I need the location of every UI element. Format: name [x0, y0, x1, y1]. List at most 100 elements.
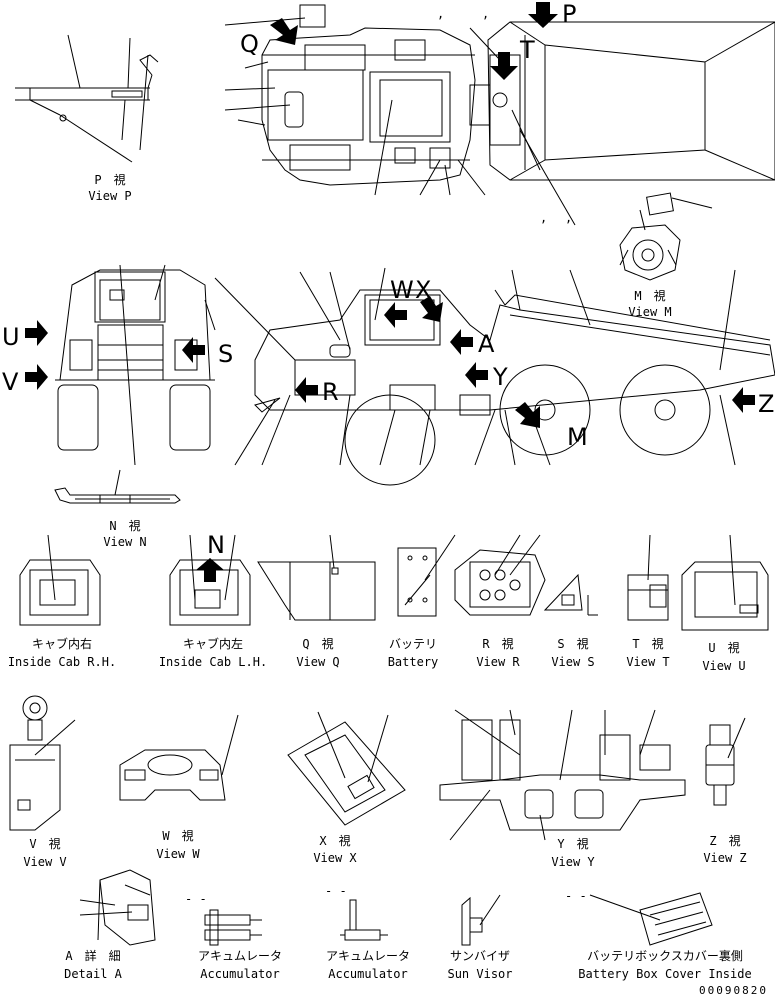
view-y-en: View Y	[551, 855, 595, 869]
marker-u: U	[2, 323, 20, 351]
marker-x: X	[415, 276, 431, 304]
marker-n: N	[207, 531, 225, 559]
view-n-en: View N	[103, 535, 146, 549]
view-q-jp: Q 視	[302, 636, 333, 651]
view-n-drawing	[54, 469, 181, 504]
view-w-en: View W	[156, 847, 200, 861]
view-p-en: View P	[88, 189, 131, 203]
view-x-drawing	[287, 711, 406, 826]
view-t-en: View T	[626, 655, 669, 669]
marker-y: Y	[492, 363, 508, 391]
view-m-jp: M 視	[634, 288, 665, 303]
accumulator-2-jp: アキュムレータ	[326, 949, 410, 963]
arrow-x	[420, 296, 443, 322]
view-v-jp: V 視	[29, 836, 60, 851]
arrow-t-down	[490, 52, 518, 80]
view-t-drawing	[627, 534, 669, 621]
battery-cover-jp: バッテリボックスカバー裏側	[587, 948, 743, 963]
sun-visor-jp: サンバイザ	[450, 949, 510, 963]
sun-visor-en: Sun Visor	[447, 967, 512, 981]
view-u-en: View U	[702, 659, 745, 673]
view-r-en: View R	[476, 655, 520, 669]
arrow-u	[25, 320, 48, 346]
marker-r: R	[322, 378, 339, 406]
view-m-en: View M	[628, 305, 671, 319]
battery-cover-en: Battery Box Cover Inside	[578, 967, 751, 981]
comma-mark-2: ,	[482, 7, 489, 21]
cab-rh-jp: キャブ内右	[32, 636, 92, 651]
view-q-en: View Q	[296, 655, 339, 669]
detail-a-en: Detail A	[64, 967, 123, 981]
arrow-q-diagonal	[270, 18, 298, 45]
accumulator-1-jp: アキュムレータ	[198, 949, 282, 963]
marker-z: Z	[758, 390, 774, 418]
accumulator-1-drawing: - -	[185, 892, 262, 946]
battery-cover-drawing: - -	[565, 889, 713, 946]
arrow-y	[465, 362, 488, 388]
marker-q: Q	[240, 30, 259, 58]
battery-jp: バッテリ	[389, 637, 437, 651]
marker-m: M	[567, 423, 588, 451]
marker-s: S	[218, 340, 233, 368]
view-z-en: View Z	[703, 851, 746, 865]
arrow-v	[25, 364, 48, 390]
dash-mark-1: - -	[185, 892, 207, 906]
cab-rh-drawing	[19, 534, 101, 626]
view-v-drawing	[9, 695, 76, 831]
accumulator-1-en: Accumulator	[200, 967, 279, 981]
cab-rh-en: Inside Cab R.H.	[8, 655, 116, 669]
marker-v: V	[2, 368, 19, 396]
accumulator-2-drawing: - -	[325, 884, 388, 941]
view-r-drawing	[454, 534, 546, 616]
view-p-jp: P 視	[94, 172, 125, 187]
view-w-jp: W 視	[162, 828, 193, 843]
comma-mark-3: ,	[540, 211, 547, 225]
truck-side-view	[214, 267, 775, 486]
cab-lh-en: Inside Cab L.H.	[159, 655, 267, 669]
arrow-m	[515, 402, 540, 428]
view-z-drawing	[705, 717, 746, 806]
view-u-jp: U 視	[708, 640, 739, 655]
view-n-jp: N 視	[109, 518, 140, 533]
view-m-drawing	[619, 192, 713, 281]
arrow-w	[384, 302, 407, 328]
view-s-en: View S	[551, 655, 594, 669]
arrow-n	[196, 558, 224, 582]
view-q-part	[299, 4, 326, 28]
truck-plan-view: , , , ,	[224, 7, 775, 226]
view-p-drawing	[15, 34, 159, 163]
battery-drawing	[397, 534, 456, 617]
view-u-drawing	[681, 534, 769, 631]
view-v-en: View V	[23, 855, 66, 869]
view-r-jp: R 視	[482, 636, 513, 651]
marker-t: T	[519, 36, 535, 64]
truck-front-view	[55, 264, 216, 466]
view-s-drawing	[543, 573, 598, 616]
drawing-number: 00090820	[699, 984, 768, 997]
view-s-jp: S 視	[557, 636, 588, 651]
arrow-z	[732, 387, 755, 413]
comma-mark-4: ,	[565, 211, 572, 225]
view-w-drawing	[119, 714, 239, 801]
battery-en: Battery	[388, 655, 439, 669]
arrow-p-down	[528, 2, 558, 28]
view-t-jp: T 視	[632, 636, 663, 651]
view-y-jp: Y 視	[557, 836, 588, 851]
arrow-r	[295, 377, 318, 403]
arrow-a	[450, 329, 473, 355]
view-x-jp: X 視	[319, 833, 350, 848]
dash-mark-3: - -	[565, 889, 587, 903]
comma-mark-1: ,	[437, 7, 444, 21]
view-y-drawing	[439, 709, 686, 841]
detail-a-drawing	[79, 869, 156, 946]
view-q-drawing	[257, 534, 376, 621]
marker-w: W	[390, 276, 414, 304]
marker-p: P	[562, 0, 576, 28]
detail-a-jp: A 詳 細	[65, 948, 120, 963]
cab-lh-jp: キャブ内左	[183, 636, 243, 651]
view-x-en: View X	[313, 851, 357, 865]
arrow-s	[182, 337, 205, 363]
marker-a: A	[478, 330, 495, 358]
dash-mark-2: - -	[325, 884, 347, 898]
